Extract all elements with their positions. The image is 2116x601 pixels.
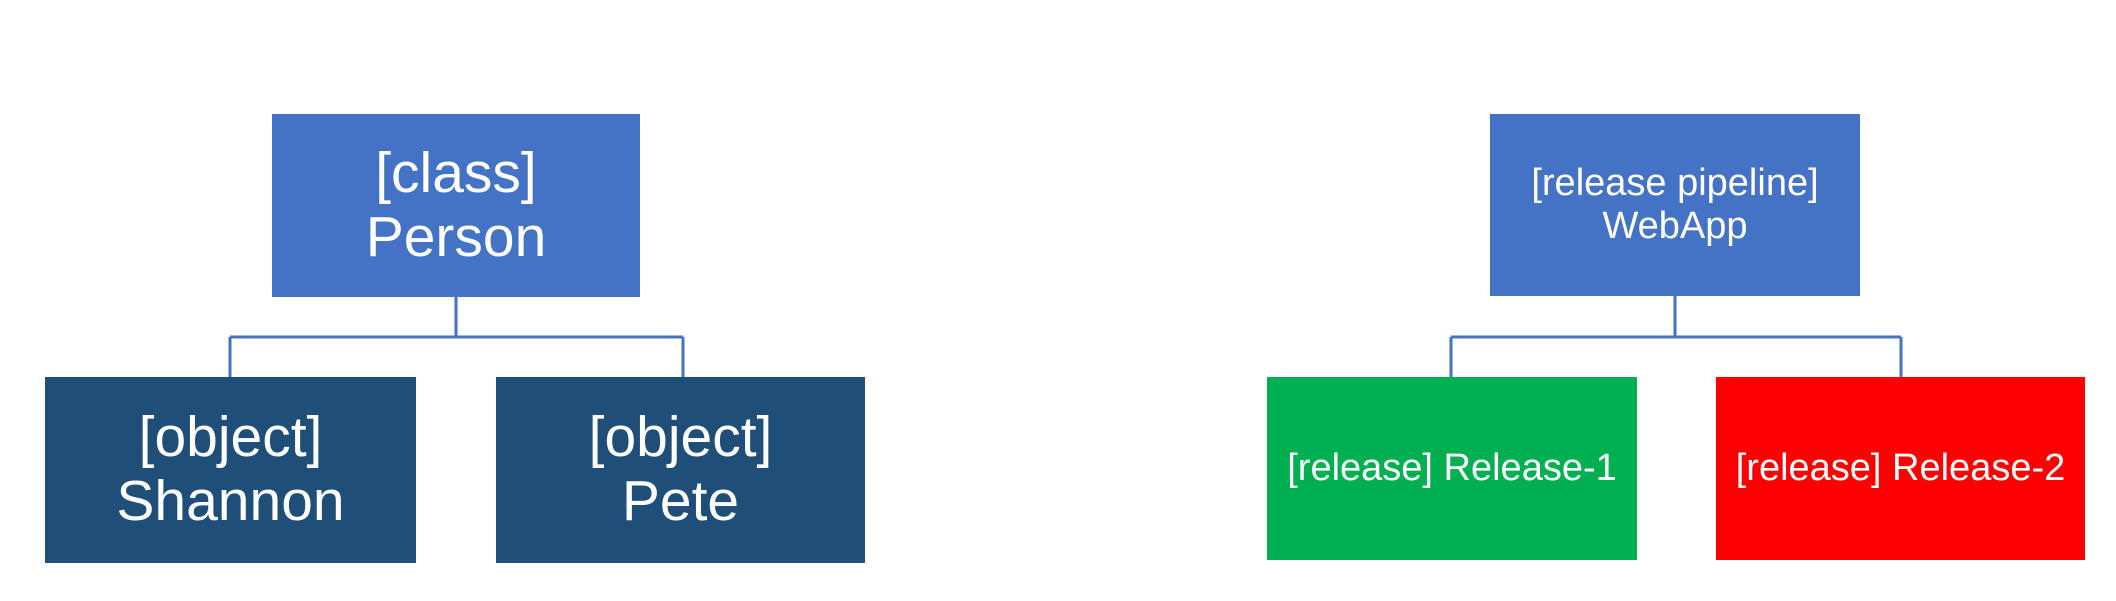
node-release-1-label: [release] Release-1 (1287, 447, 1617, 490)
node-object-pete[interactable]: [object] Pete (496, 377, 865, 563)
node-release-2-label: [release] Release-2 (1735, 447, 2066, 490)
connector-pipeline-to-releases (1449, 296, 1903, 377)
node-release-2[interactable]: [release] Release-2 (1716, 377, 2085, 560)
node-release-pipeline-webapp-label: [release pipeline] WebApp (1531, 162, 1819, 247)
node-class-person[interactable]: [class] Person (272, 114, 640, 297)
node-release-1[interactable]: [release] Release-1 (1267, 377, 1637, 560)
node-class-person-label: [class] Person (365, 140, 547, 269)
connector-class-to-objects (228, 297, 685, 377)
node-object-pete-label: [object] Pete (588, 405, 773, 533)
node-object-shannon[interactable]: [object] Shannon (45, 377, 416, 563)
node-release-pipeline-webapp[interactable]: [release pipeline] WebApp (1490, 114, 1860, 296)
node-object-shannon-label: [object] Shannon (116, 405, 345, 533)
